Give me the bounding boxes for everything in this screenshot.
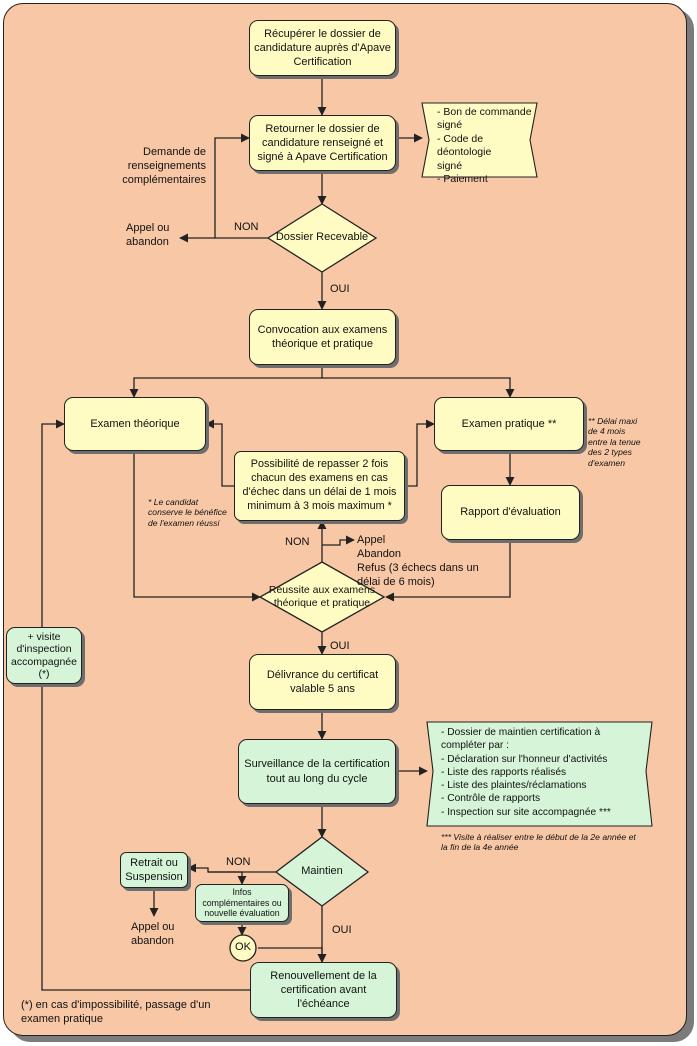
dossier-maintien-note-shape [426, 721, 653, 827]
arrow-dossier-non [214, 133, 268, 239]
label-oui-maintien: OUI [332, 924, 352, 936]
note-documents: - Bon de commande signé - Code de déonto… [437, 106, 532, 186]
step-convocation: Convocation aux examens théorique et pra… [249, 309, 396, 365]
label-oui-dossier: OUI [330, 283, 350, 295]
note-candidat: * Le candidat conserve le bénéfice de l'… [148, 497, 227, 528]
step-delivrance-certificat: Délivrance du certificat valable 5 ans [249, 654, 396, 710]
arrow-non-infos [208, 871, 247, 885]
step-retourner-dossier: Retourner le dossier de candidature rens… [249, 115, 396, 171]
label-appel-abandon-refus: Appel Abandon Refus (3 échecs dans un dé… [357, 534, 479, 589]
label-appel-abandon-2: Appel ou abandon [131, 921, 175, 948]
decision-dossier-recevable: Dossier Recevable [275, 231, 369, 244]
step-repasser-examens: Possibilité de repasser 2 fois chacun de… [234, 451, 405, 521]
label-appel-abandon-1: Appel ou abandon [126, 222, 170, 249]
ok-connector: OK [235, 941, 251, 954]
arrow-ok-renouvellement [258, 947, 327, 963]
label-non-dossier: NON [234, 221, 259, 233]
label-oui-reussite: OUI [330, 640, 350, 652]
arrow-rapport-reussite [385, 540, 511, 602]
step-visite-inspection: + visite d'inspection accompagnée (*) [6, 627, 82, 684]
decision-reussite-shape [258, 561, 386, 633]
step-retrait-suspension: Retrait ou Suspension [120, 852, 188, 888]
arrow-repasser-theorique [205, 419, 234, 487]
arrow-renouvellement-retour [41, 419, 250, 991]
note-visite: *** Visite à réaliser entre le début de … [441, 832, 636, 853]
note-delai-pratique: ** Délai maxi de 4 mois entre la tenue d… [588, 416, 641, 468]
label-non-reussite: NON [285, 536, 310, 548]
arrow-repasser-pratique [405, 419, 435, 487]
arrow-theorique-reussite [133, 451, 261, 602]
documents-note-shape [421, 102, 538, 178]
ok-circle-shape [229, 934, 257, 962]
label-demande-renseignements: Demande de renseignements complémentaire… [122, 146, 206, 187]
arrow-split-pratique [322, 377, 515, 398]
decision-reussite-examens: Réussite aux examens théorique et pratiq… [268, 584, 376, 609]
step-infos-complementaires: Infos complémentaires ou nouvelle évalua… [195, 884, 289, 922]
step-examen-pratique: Examen pratique ** [434, 397, 584, 451]
step-renouvellement: Renouvellement de la certification avant… [250, 962, 397, 1018]
footnote-impossibilite: (*) en cas d'impossibilité, passage d'un… [21, 999, 211, 1026]
arrow-convocation-split [129, 365, 323, 398]
step-recuperer-dossier: Récupérer le dossier de candidature aupr… [249, 20, 396, 76]
step-examen-theorique: Examen théorique [64, 397, 206, 451]
step-surveillance-certification: Surveillance de la certification tout au… [238, 739, 396, 804]
note-dossier-maintien: - Dossier de maintien certification à co… [441, 727, 611, 818]
decision-dossier-recevable-shape [266, 203, 378, 273]
step-rapport-evaluation: Rapport d'évaluation [441, 485, 580, 540]
decision-maintien: Maintien [301, 865, 343, 878]
decision-maintien-shape [274, 836, 370, 907]
label-non-maintien: NON [226, 856, 251, 868]
arrow-non-appel-abandon [322, 535, 355, 546]
